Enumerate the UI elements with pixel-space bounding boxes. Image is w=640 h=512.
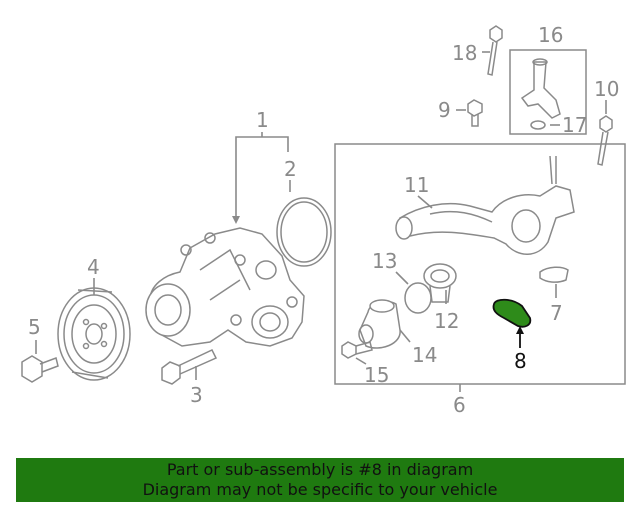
- callout-7-label: 7: [550, 301, 563, 325]
- assembly-16-frame: [509, 49, 587, 135]
- water-pump-part-1: [145, 227, 305, 347]
- info-banner: Part or sub-assembly is #8 in diagram Di…: [16, 458, 624, 502]
- gasket-part-8[interactable]: [492, 298, 532, 328]
- bolt-part-10: [597, 115, 613, 166]
- callout-6-label: 6: [453, 393, 466, 417]
- callout-13-label: 13: [372, 249, 397, 273]
- bolt-part-18: [487, 25, 503, 76]
- callout-17-label: 17: [562, 113, 587, 137]
- callout-1-arrowhead: [232, 216, 240, 224]
- callout-16-label: 16: [538, 23, 563, 47]
- outlet-pipe-part-11: [395, 155, 575, 255]
- callout-2-label: 2: [284, 157, 297, 181]
- callout-1-bracket: [235, 132, 289, 222]
- bolt-part-3: [161, 349, 218, 385]
- callout-15-leader: [355, 357, 367, 365]
- bolt-part-15: [341, 341, 373, 359]
- bypass-tube-part-16: [520, 58, 561, 119]
- gasket-part-7: [539, 266, 569, 283]
- callout-15-label: 15: [364, 363, 389, 387]
- thermostat-housing-part-14: [358, 299, 401, 349]
- pulley-part-4: [57, 287, 131, 381]
- callout-9-label: 9: [438, 98, 451, 122]
- thermostat-part-12: [423, 263, 457, 303]
- seal-part-17: [530, 120, 546, 130]
- bolt-part-5: [21, 355, 59, 383]
- o-ring-part-13: [404, 282, 432, 314]
- callout-12-label: 12: [434, 309, 459, 333]
- bolt-part-9: [467, 99, 483, 127]
- callout-3-label: 3: [190, 383, 203, 407]
- callout-10-label: 10: [594, 77, 619, 101]
- callout-8-arrowhead: [516, 326, 524, 334]
- banner-line-1: Part or sub-assembly is #8 in diagram: [166, 460, 474, 479]
- callout-4-label: 4: [87, 255, 100, 279]
- assembly-6-frame: [334, 143, 626, 385]
- callout-5-label: 5: [28, 315, 41, 339]
- banner-line-2: Diagram may not be specific to your vehi…: [142, 480, 498, 499]
- callout-11-leader: [417, 195, 433, 209]
- callout-11-label: 11: [404, 173, 429, 197]
- callout-18-label: 18: [452, 41, 477, 65]
- callout-1-label: 1: [256, 108, 269, 132]
- callout-13-leader: [395, 271, 409, 285]
- callout-14-leader: [399, 329, 411, 343]
- callout-14-label: 14: [412, 343, 437, 367]
- gasket-part-2: [276, 197, 332, 267]
- callout-8-label: 8: [514, 349, 527, 373]
